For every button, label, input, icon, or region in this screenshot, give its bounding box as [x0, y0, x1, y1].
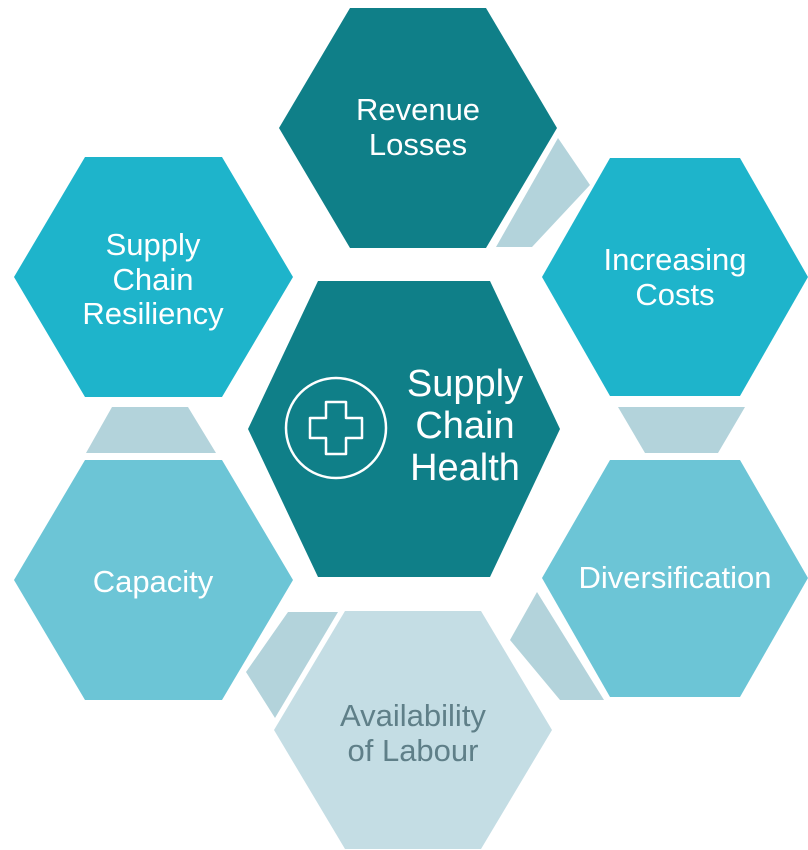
hexagon-increasing-costs	[542, 158, 808, 396]
label-supply-chain-resiliency: Supply Chain Resiliency	[82, 226, 224, 332]
connector-costs-diversification	[618, 407, 745, 453]
hexagon-supply-chain-health	[248, 281, 560, 577]
label-availability-of-labour: Availability of Labour	[340, 698, 486, 768]
hexagon-diversification	[542, 460, 808, 697]
hexagon-supply-chain-resiliency	[14, 157, 293, 397]
connector-labour-capacity	[246, 612, 338, 718]
connector-revenue-costs	[496, 138, 590, 247]
label-diversification: Diversification	[578, 559, 772, 595]
connector-resiliency-capacity	[86, 407, 216, 453]
hexagon-revenue-losses	[279, 8, 557, 248]
hexagon-availability-of-labour	[274, 611, 552, 849]
label-capacity: Capacity	[92, 563, 214, 599]
label-revenue-losses: Revenue Losses	[355, 92, 481, 162]
medical-cross-icon	[284, 376, 388, 480]
hexagon-capacity	[14, 460, 293, 700]
label-increasing-costs: Increasing Costs	[603, 242, 747, 312]
connector-diversification-labour	[510, 592, 604, 700]
center-title: Supply Chain Health	[406, 363, 524, 489]
